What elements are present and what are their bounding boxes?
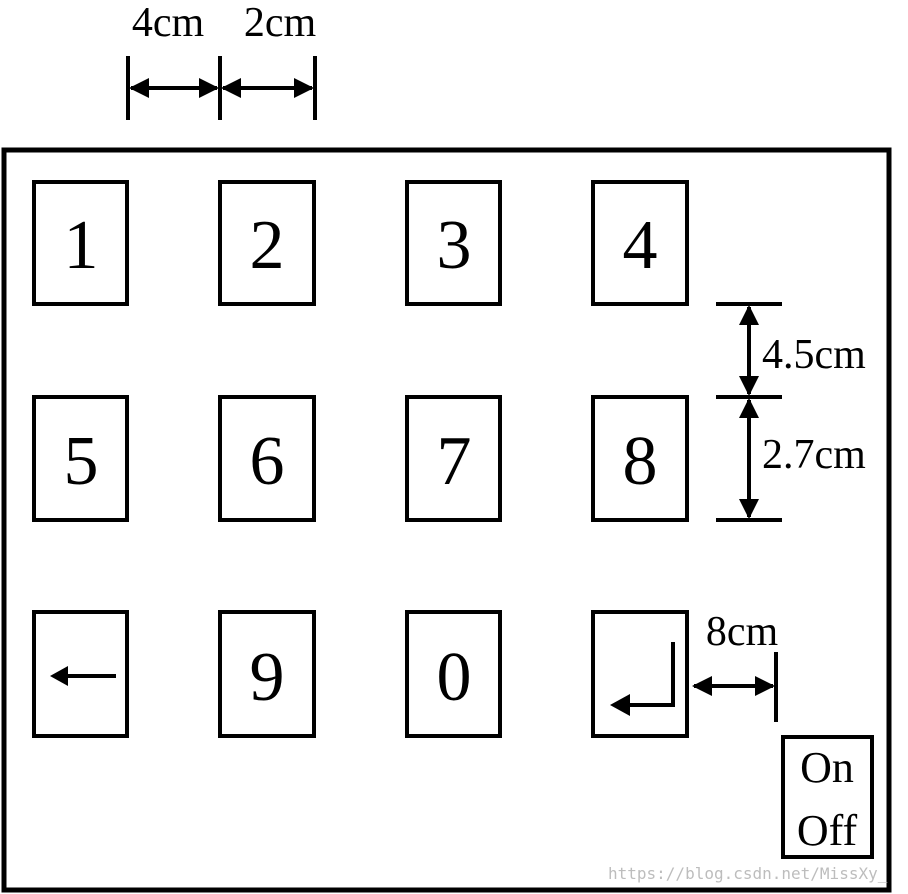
key-5[interactable]: 5	[32, 395, 129, 522]
key-7[interactable]: 7	[405, 395, 502, 522]
watermark: https://blog.csdn.net/MissXy_	[608, 864, 888, 883]
dimension-top: 4cm 2cm	[126, 0, 317, 120]
left-arrow-icon	[50, 666, 116, 686]
key-label: 1	[64, 207, 99, 284]
key-width-label: 4cm	[132, 0, 205, 46]
key-label: 6	[250, 423, 285, 500]
key-backspace[interactable]	[32, 610, 129, 738]
key-gap-label: 2cm	[244, 0, 317, 46]
key-label: 7	[437, 423, 472, 500]
key-label: 0	[437, 639, 472, 716]
switch-off-label: Off	[797, 806, 858, 855]
key-2[interactable]: 2	[218, 180, 316, 306]
key-label: 2	[250, 207, 285, 284]
key-label: 5	[64, 423, 99, 500]
key-0[interactable]: 0	[405, 610, 502, 738]
key-label: 4	[623, 207, 658, 284]
key-enter[interactable]	[591, 610, 689, 738]
switch-offset-label: 8cm	[706, 609, 779, 655]
dimension-switch: 8cm	[692, 609, 779, 722]
key-height-label: 4.5cm	[762, 332, 866, 378]
key-3[interactable]: 3	[405, 180, 502, 306]
key-4[interactable]: 4	[591, 180, 689, 306]
key-1[interactable]: 1	[32, 180, 129, 306]
enter-arrow-icon	[610, 642, 675, 716]
key-8[interactable]: 8	[591, 395, 689, 522]
switch-on-label: On	[800, 743, 854, 792]
power-switch[interactable]: On Off	[781, 735, 874, 859]
panel-frame	[1, 147, 892, 893]
key-label: 9	[250, 639, 285, 716]
key-label: 3	[437, 207, 472, 284]
dimension-right: 4.5cm 2.7cm	[716, 302, 866, 522]
key-label: 8	[623, 423, 658, 500]
row-gap-label: 2.7cm	[762, 432, 866, 478]
key-6[interactable]: 6	[218, 395, 316, 522]
key-9[interactable]: 9	[218, 610, 316, 738]
